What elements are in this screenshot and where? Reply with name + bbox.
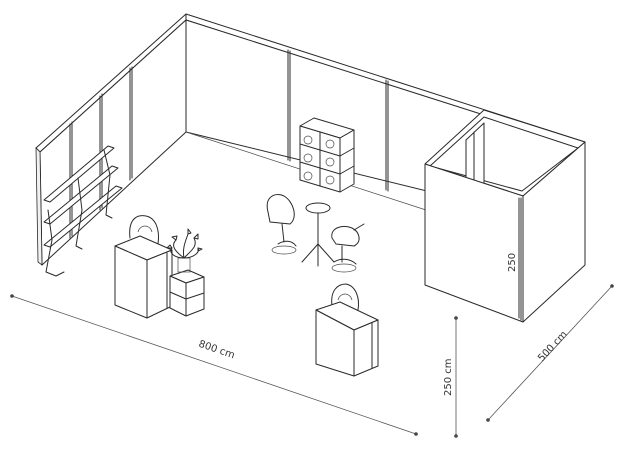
left-wall [35,13,187,266]
height-label: 250 cm [443,358,454,396]
plant-stand [166,228,205,317]
wall-shelves [43,145,123,277]
counter-center [315,283,379,377]
counter-left [114,215,173,319]
bistro-set [266,194,365,273]
width-label: 800 cm [197,339,236,362]
depth-label: 500 cm [536,329,570,364]
cabin-height-label: 250 [507,253,518,272]
storage-cabin [424,109,586,323]
cube-shelf [299,117,355,193]
dimension-height: 250 cm [443,316,458,438]
